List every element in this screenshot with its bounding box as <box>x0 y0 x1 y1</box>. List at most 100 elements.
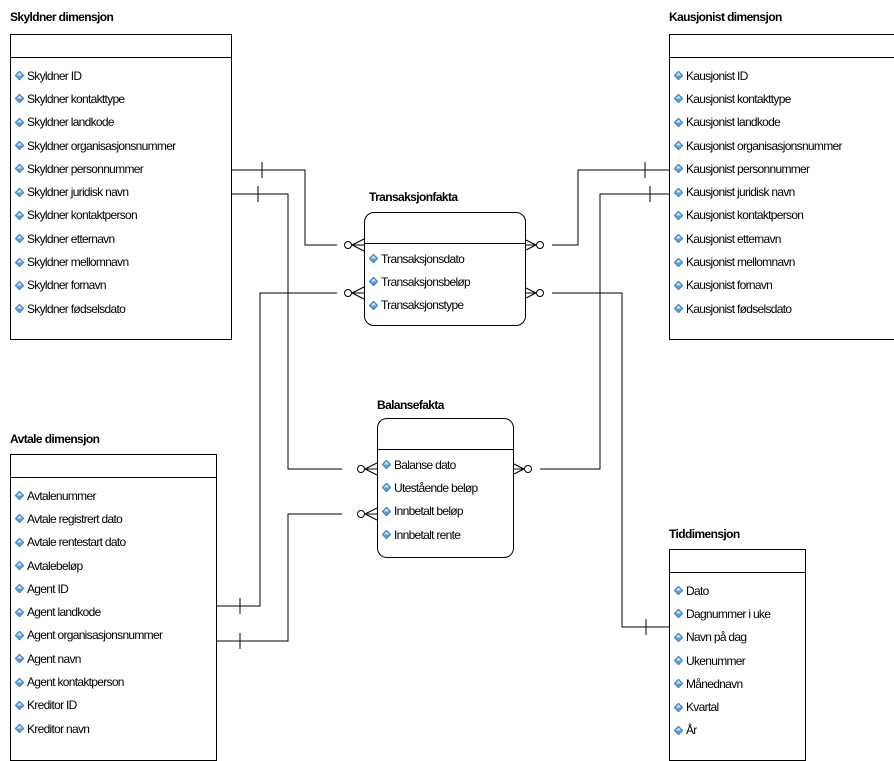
balanse-title: Balansefakta <box>377 398 444 412</box>
diamond-key-icon <box>674 164 683 174</box>
avtale-attribute-label: Kreditor ID <box>27 698 77 713</box>
diamond-key-icon <box>382 530 391 540</box>
tid-attribute: Månednavn <box>670 672 805 695</box>
skyldner-attribute-label: Skyldner fornavn <box>27 278 107 293</box>
tid-title: Tiddimensjon <box>669 527 740 541</box>
link-agent-balanse-crowfoot <box>364 507 378 521</box>
avtale-attribute-label: Avtale rentestart dato <box>27 535 126 550</box>
link-agent-balanse-optional-circle <box>357 510 365 518</box>
diamond-key-icon <box>674 679 683 689</box>
link-kausjonist-balanse <box>540 193 669 470</box>
tid-attribute: Kvartal <box>670 695 805 718</box>
avtale-attribute-label: Avtale registrert dato <box>27 511 123 526</box>
diamond-key-icon <box>674 94 683 104</box>
tid-attribute: Ukenummer <box>670 649 805 672</box>
avtale-header <box>11 455 216 478</box>
avtale-attribute-label: Agent navn <box>27 651 81 666</box>
balanse-attribute-label: Balanse dato <box>394 457 456 472</box>
tid-attribute-label: Månednavn <box>686 676 743 691</box>
tid-attribute-label: Dato <box>686 583 709 598</box>
tid-attribute: År <box>670 719 805 742</box>
avtale-attribute-label: Agent kontaktperson <box>27 675 124 690</box>
transaksjon-attribute-label: Transaksjonsbeløp <box>381 274 471 289</box>
kausjonist-attribute: Kausjonist organisasjonsnummer <box>670 134 894 157</box>
link-skyldner-transaksjon-crowfoot <box>351 238 365 252</box>
avtale-attribute-label: Avtalenummer <box>27 488 96 503</box>
transaksjon-attribute-label: Transaksjonstype <box>381 298 464 313</box>
avtale-attribute: Agent navn <box>11 647 216 670</box>
diamond-key-icon <box>369 277 378 287</box>
avtale-attribute-label: Agent landkode <box>27 605 101 620</box>
skyldner-attribute-label: Skyldner organisasjonsnummer <box>27 138 176 153</box>
kausjonist-attribute-label: Kausjonist fødselsdato <box>686 301 792 316</box>
skyldner-attribute: Skyldner juridisk navn <box>11 180 231 203</box>
link-skyldner-transaksjon <box>230 169 337 246</box>
tid-attribute-label: Ukenummer <box>686 653 746 668</box>
transaksjon-attribute: Transaksjonsbeløp <box>365 270 525 293</box>
balanse-attribute: Innbetalt beløp <box>378 500 513 523</box>
diamond-key-icon <box>674 280 683 290</box>
diamond-key-icon <box>15 164 24 174</box>
skyldner-title: Skyldner dimensjon <box>10 10 114 24</box>
kausjonist-attribute: Kausjonist juridisk navn <box>670 180 894 203</box>
kausjonist-attribute: Kausjonist fødselsdato <box>670 297 894 320</box>
diamond-key-icon <box>15 514 24 524</box>
diamond-key-icon <box>15 141 24 151</box>
skyldner-attribute: Skyldner kontaktperson <box>11 204 231 227</box>
diamond-key-icon <box>674 609 683 619</box>
diamond-key-icon <box>15 677 24 687</box>
avtale-attribute-label: Agent organisasjonsnummer <box>27 628 163 643</box>
skyldner-attribute-label: Skyldner kontaktperson <box>27 208 138 223</box>
link-agent-transaksjon <box>215 292 337 607</box>
kausjonist-attribute-label: Kausjonist ID <box>686 68 748 83</box>
balanse-attribute: Innbetalt rente <box>378 523 513 546</box>
kausjonist-attribute-label: Kausjonist mellomnavn <box>686 255 795 270</box>
diamond-key-icon <box>15 234 24 244</box>
skyldner-attribute: Skyldner fornavn <box>11 274 231 297</box>
kausjonist-attribute-label: Kausjonist kontakttype <box>686 91 791 106</box>
diamond-key-icon <box>382 506 391 516</box>
tid-attribute: Dato <box>670 579 805 602</box>
diamond-key-icon <box>15 491 24 501</box>
balanse-attribute: Utestående beløp <box>378 476 513 499</box>
link-skyldner-balanse-optional-circle <box>357 465 365 473</box>
skyldner-attribute: Skyldner personnummer <box>11 157 231 180</box>
skyldner-attribute-label: Skyldner juridisk navn <box>27 185 129 200</box>
diamond-key-icon <box>15 304 24 314</box>
diamond-key-icon <box>674 234 683 244</box>
skyldner-attribute-label: Skyldner ID <box>27 68 82 83</box>
diamond-key-icon <box>674 71 683 81</box>
diamond-key-icon <box>674 117 683 127</box>
link-skyldner-balanse-crowfoot <box>364 462 378 476</box>
skyldner-attribute: Skyldner etternavn <box>11 227 231 250</box>
tid-attribute-label: Kvartal <box>686 700 719 715</box>
diamond-key-icon <box>15 724 24 734</box>
diamond-key-icon <box>15 630 24 640</box>
avtale-attribute-label: Avtalebeløp <box>27 558 83 573</box>
diamond-key-icon <box>369 254 378 264</box>
link-skyldner-transaksjon-optional-circle <box>344 241 352 249</box>
transaksjon-attribute: Transaksjonsdato <box>365 247 525 270</box>
tid-header <box>670 550 805 573</box>
kausjonist-attribute: Kausjonist etternavn <box>670 227 894 250</box>
skyldner-attribute: Skyldner mellomnavn <box>11 250 231 273</box>
skyldner-attribute: Skyldner landkode <box>11 111 231 134</box>
link-agent-balanse <box>215 513 342 642</box>
diamond-key-icon <box>674 725 683 735</box>
diamond-key-icon <box>15 210 24 220</box>
diamond-key-icon <box>382 460 391 470</box>
skyldner-attribute-label: Skyldner personnummer <box>27 161 144 176</box>
diamond-key-icon <box>674 257 683 267</box>
link-kausjonist-transaksjon-crowfoot <box>523 238 537 252</box>
tid-attribute-label: År <box>686 723 697 738</box>
